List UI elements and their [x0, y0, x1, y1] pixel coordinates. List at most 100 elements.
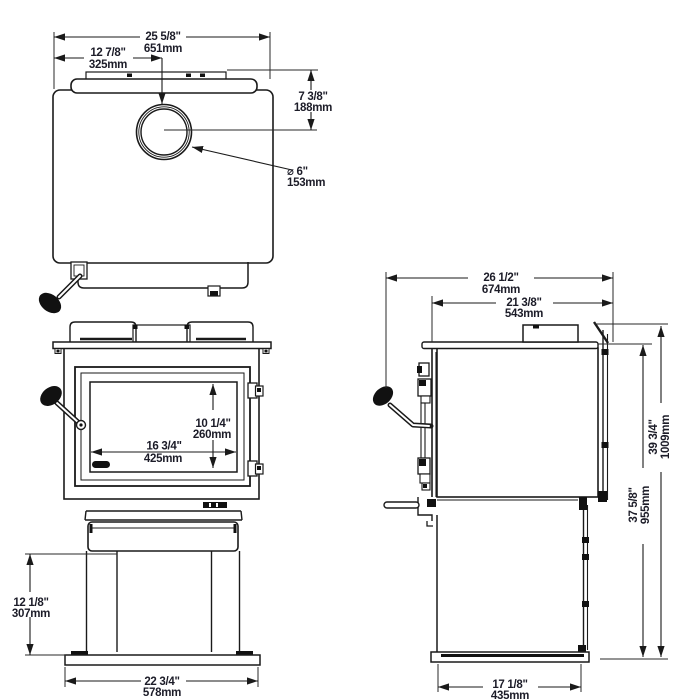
plate-tab-mark	[264, 349, 268, 353]
door-handle-knob-side	[372, 386, 394, 406]
flue-collar-side	[522, 324, 579, 343]
door-front-plan	[77, 262, 249, 289]
shelf-left-section	[69, 321, 137, 342]
pedestal-front	[85, 551, 241, 652]
dim-label-mm: 955mm	[640, 486, 652, 524]
door-latch-mark	[210, 291, 218, 296]
ash-lever-assembly	[383, 497, 578, 527]
shield-mark	[598, 491, 607, 502]
rotated-label-1009: 39 3/4" 1009mm	[648, 415, 672, 459]
dim-pedestal-height: 12 1/8" 307mm	[12, 553, 117, 656]
dim-label-mm: 651mm	[144, 43, 182, 55]
handle-shaft	[420, 402, 426, 459]
top-shelf-plate	[70, 78, 258, 94]
shield-mark	[601, 349, 609, 355]
door-handle-knob-plan	[38, 292, 62, 314]
dim-label-in: 37 5/8"	[628, 487, 640, 522]
ash-lever-rod	[383, 501, 420, 509]
hinge-mark	[417, 366, 422, 373]
dim-height-to-top-plate: 37 5/8" 955mm	[598, 343, 652, 657]
dim-front-base-width: 22 3/4" 578mm	[64, 667, 259, 699]
dim-label-in: 21 3/8"	[506, 297, 541, 309]
dim-glass-height: 10 1/4" 260mm	[193, 384, 231, 468]
flue-collar-plan	[135, 103, 193, 161]
dim-label-in: 10 1/4"	[195, 418, 230, 430]
dim-label-in: 26 1/2"	[483, 272, 518, 284]
shelf-middle-section	[132, 324, 191, 343]
glass-label	[92, 461, 110, 468]
pedestal-mark	[578, 645, 586, 652]
door-handle-knob-front	[40, 386, 62, 406]
dim-side-base-depth: 17 1/8" 435mm	[437, 664, 582, 700]
shelf-tick	[133, 325, 138, 329]
flue-outer-circle	[135, 103, 193, 161]
lever-bracket-mark	[427, 499, 436, 507]
dim-label-mm: 153mm	[287, 177, 325, 189]
dim-side-overall-depth: 26 1/2" 674mm	[385, 272, 614, 388]
dim-label-mm: 578mm	[143, 687, 181, 699]
latch-mark	[419, 380, 426, 386]
dim-label-in: 12 7/8"	[90, 47, 125, 59]
pedestal-mark	[582, 601, 589, 607]
dim-label-mm: 260mm	[193, 429, 231, 441]
door-hinges	[247, 382, 264, 477]
ash-lip-lines	[84, 510, 243, 521]
dim-label-in: 39 3/4"	[648, 419, 660, 454]
shelf-tick	[184, 325, 189, 329]
drawer-clip	[233, 524, 237, 533]
serial-label-slit	[209, 503, 211, 507]
dim-label-mm: 307mm	[12, 608, 50, 620]
flue-middle-circle	[138, 106, 190, 158]
door-edge-details	[417, 362, 432, 491]
top-plate-side	[421, 341, 599, 350]
dim-label-mm: 425mm	[144, 453, 182, 465]
flue-collar-mark	[533, 325, 539, 329]
dim-label-mm: 543mm	[505, 308, 543, 320]
hinge-mark	[423, 484, 427, 488]
latch-block	[420, 395, 431, 404]
base-plate-front	[64, 654, 261, 666]
dim-label-in: 17 1/8"	[492, 679, 527, 691]
pedestal-mark	[582, 554, 589, 560]
top-view	[38, 71, 274, 314]
rear-trim-ticks	[127, 73, 205, 77]
latch-mark	[419, 459, 426, 466]
drawer-back-mark	[579, 497, 587, 510]
dim-label-mm: 674mm	[482, 284, 520, 296]
shield-mark	[601, 442, 609, 448]
dim-side-top-depth: 21 3/8" 543mm	[431, 296, 613, 342]
stove-body-side	[436, 347, 599, 498]
rotated-label-955: 37 5/8" 955mm	[628, 486, 652, 524]
lever-hook	[426, 521, 433, 527]
tick-mark	[186, 73, 191, 77]
drawer-clip	[89, 524, 93, 533]
dim-flue-diameter: ⌀ 6" 153mm	[191, 145, 326, 189]
leader-line	[191, 145, 293, 171]
tick-mark	[127, 73, 132, 77]
rear-heat-shield	[593, 321, 609, 502]
door-handle-rod-core	[389, 404, 430, 427]
dim-label-in: 12 1/8"	[13, 597, 48, 609]
dim-label-in: 7 3/8"	[298, 91, 327, 103]
serial-label	[203, 502, 227, 508]
foot-mark	[236, 651, 253, 656]
door-handle-rod-core	[58, 275, 81, 298]
tick-mark	[200, 73, 205, 77]
serial-label-slit	[216, 503, 218, 507]
shield-angled-top	[593, 321, 609, 344]
foot-mark	[71, 651, 88, 656]
ash-drawer-front	[87, 521, 239, 552]
dim-label-mm: 325mm	[89, 59, 127, 71]
pedestal-mark	[582, 537, 589, 543]
hinge-side-bottom	[419, 473, 431, 484]
dim-label-in: ⌀ 6"	[287, 166, 308, 178]
shelf-right-section	[186, 321, 254, 342]
ash-lip	[84, 510, 243, 521]
dim-flue-from-left: 12 7/8" 325mm	[54, 47, 166, 104]
dim-label-mm: 435mm	[491, 690, 529, 700]
top-plate-front	[52, 341, 272, 350]
front-view	[40, 321, 272, 666]
dim-glass-width: 16 3/4" 425mm	[91, 441, 236, 465]
